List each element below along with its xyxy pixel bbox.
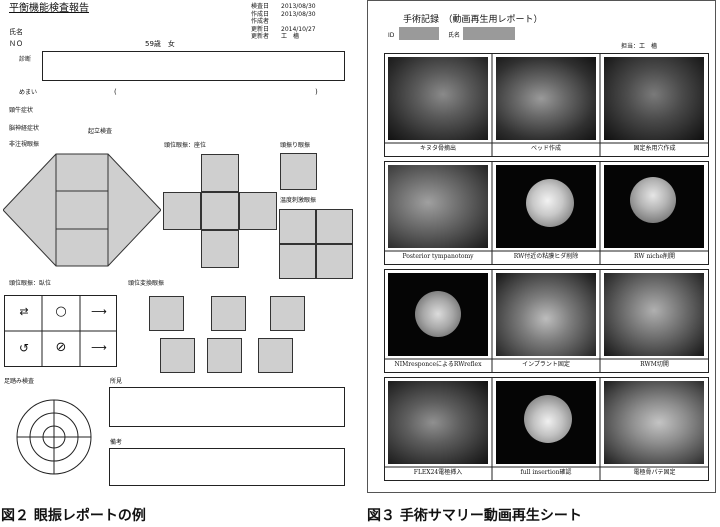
positioning-box [211, 296, 246, 331]
head-shake-box [280, 153, 317, 190]
supine-symbol: ⟶ [91, 341, 107, 354]
age-sex: 59歳 女 [145, 40, 175, 48]
standing-test-label: 起立検査 [88, 128, 113, 135]
neck-symptom-label: 頸牛症状 [9, 107, 34, 114]
diagnosis-box [42, 51, 345, 81]
video-caption: NIMresponceによるRWreflex [394, 361, 482, 368]
vertigo-label: めまい [19, 89, 38, 96]
video-grid-dividers [384, 53, 709, 481]
caloric-cell [316, 244, 353, 279]
video-caption: 電極骨パテ固定 [633, 469, 676, 476]
gaze-nystagmus-label: 非注視眼振 [9, 141, 40, 148]
diagnosis-label: 診断 [19, 56, 32, 63]
report-title: 平衡機能検査報告 [9, 3, 89, 14]
findings-box [109, 387, 345, 427]
supine-position-label: 頭位眼振：臥位 [9, 280, 52, 287]
video-caption: full insertion確認 [520, 469, 572, 476]
endoscope-view [630, 177, 676, 223]
cross-cell [163, 192, 201, 230]
surgery-video-thumbnail[interactable] [604, 57, 704, 140]
video-caption: ベッド作成 [530, 145, 561, 152]
surgery-report-title: 手術記録 （動画再生用レポート） [403, 15, 543, 25]
surgery-video-thumbnail[interactable] [496, 273, 596, 356]
meta-row: 更新者工 檣 [251, 33, 300, 40]
video-caption: インプラント固定 [522, 361, 570, 368]
cross-cell [201, 230, 239, 268]
id-redacted [399, 27, 439, 40]
stepping-test-label: 足踏み検査 [4, 378, 35, 385]
stepping-test-target [16, 399, 92, 475]
cranial-symptom-label: 脳神経症状 [9, 125, 40, 132]
surgery-report-sheet: 手術記録 （動画再生用レポート） ID 氏名 担当：工 檣 [367, 0, 716, 493]
positioning-box [160, 338, 195, 373]
patient-name-label: 氏名 [448, 32, 461, 39]
surgery-video-thumbnail[interactable] [604, 165, 704, 248]
id-label: ID [388, 32, 395, 39]
video-caption: FLEX24電極挿入 [413, 469, 463, 476]
video-caption: Posterior tympanotomy [402, 253, 474, 260]
video-caption: 固定糸用穴作成 [633, 145, 676, 152]
supine-symbol: ↺ [18, 341, 30, 355]
positioning-box [207, 338, 242, 373]
gaze-nystagmus-diamond [3, 153, 161, 267]
name-label: 氏名 [9, 28, 23, 36]
positioning-box [270, 296, 305, 331]
positioning-box [258, 338, 293, 373]
cross-cell [201, 154, 239, 192]
meta-row: 作成者 [251, 18, 270, 25]
surgery-video-thumbnail[interactable] [496, 165, 596, 248]
supine-symbol: ○ [55, 304, 67, 319]
head-shake-label: 頭振り眼振 [280, 142, 311, 149]
positioning-nystagmus-label: 頭位変換眼振 [128, 280, 165, 287]
surgery-video-thumbnail[interactable] [496, 57, 596, 140]
findings-label: 所見 [110, 378, 123, 385]
endoscope-view [524, 395, 572, 443]
surgery-video-thumbnail[interactable] [604, 381, 704, 464]
remarks-label: 備考 [110, 439, 123, 446]
endoscope-view [415, 291, 461, 337]
supine-symbol: ⊘ [55, 340, 67, 355]
cross-cell [201, 192, 239, 230]
positioning-box [149, 296, 184, 331]
caloric-label: 温度刺激眼振 [280, 197, 317, 204]
sitting-position-label: 頭位眼振：座位 [164, 142, 207, 149]
video-caption: RWM切開 [640, 361, 669, 368]
cross-cell [239, 192, 277, 230]
figure-caption-right: 図３ 手術サマリー動画再生シート [367, 508, 582, 524]
video-caption: キヌタ骨摘出 [419, 145, 456, 152]
caloric-cell [279, 244, 316, 279]
surgery-video-thumbnail[interactable] [604, 273, 704, 356]
caloric-cell [316, 209, 353, 244]
supine-grid-lines [4, 295, 117, 367]
staff-label: 担当：工 檣 [621, 43, 658, 50]
video-caption: RW niche削開 [633, 253, 676, 260]
surgery-video-thumbnail[interactable] [388, 381, 488, 464]
figure-caption-left: 図２ 眼振レポートの例 [1, 508, 146, 524]
supine-symbol: ⇄ [19, 305, 29, 318]
vertigo-paren-open: ( [114, 88, 117, 96]
endoscope-view [526, 179, 574, 227]
caloric-cell [279, 209, 316, 244]
video-caption: RW付近の粘膜ヒダ削除 [513, 253, 579, 260]
name-redacted [463, 27, 515, 40]
surgery-video-thumbnail[interactable] [496, 381, 596, 464]
patient-no-label: ＮＯ [9, 40, 23, 48]
surgery-video-thumbnail[interactable] [388, 165, 488, 248]
supine-symbol: ⟶ [91, 305, 107, 318]
surgery-video-thumbnail[interactable] [388, 57, 488, 140]
surgery-video-thumbnail[interactable] [388, 273, 488, 356]
vertigo-paren-close: ) [315, 88, 318, 96]
remarks-box [109, 448, 345, 486]
